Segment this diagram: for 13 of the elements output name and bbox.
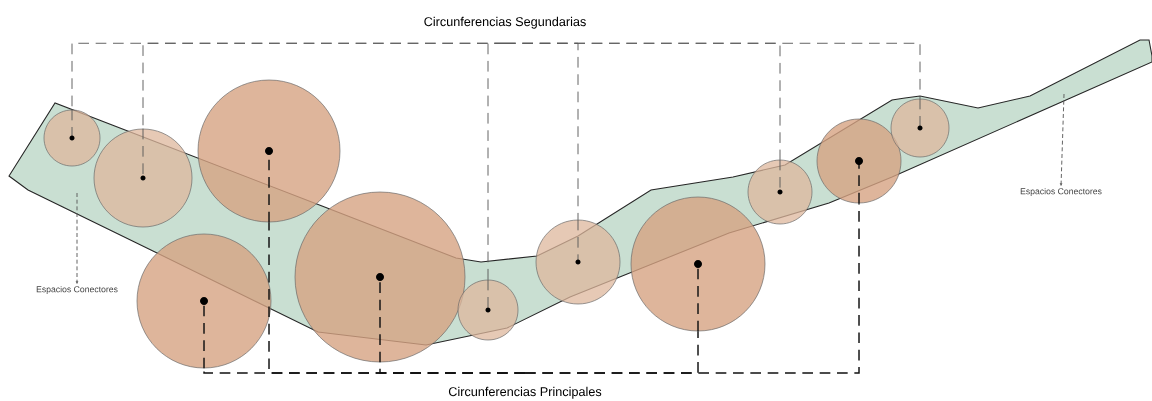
main-circle <box>197 79 341 223</box>
leader-line <box>504 42 921 100</box>
leader-line <box>524 202 860 374</box>
annotation-text: Espacios Conectores <box>1020 187 1102 197</box>
title: Circunferencias Segundarias <box>424 16 586 29</box>
leader-line <box>75 281 79 284</box>
title: Circunferencias Principales <box>448 386 602 399</box>
main-circle <box>136 233 272 369</box>
main-circle <box>630 196 766 332</box>
leader-line <box>487 42 506 281</box>
leader-line <box>1059 183 1063 186</box>
main-circle <box>294 191 466 363</box>
annotation-text: Espacios Conectores <box>36 285 118 295</box>
